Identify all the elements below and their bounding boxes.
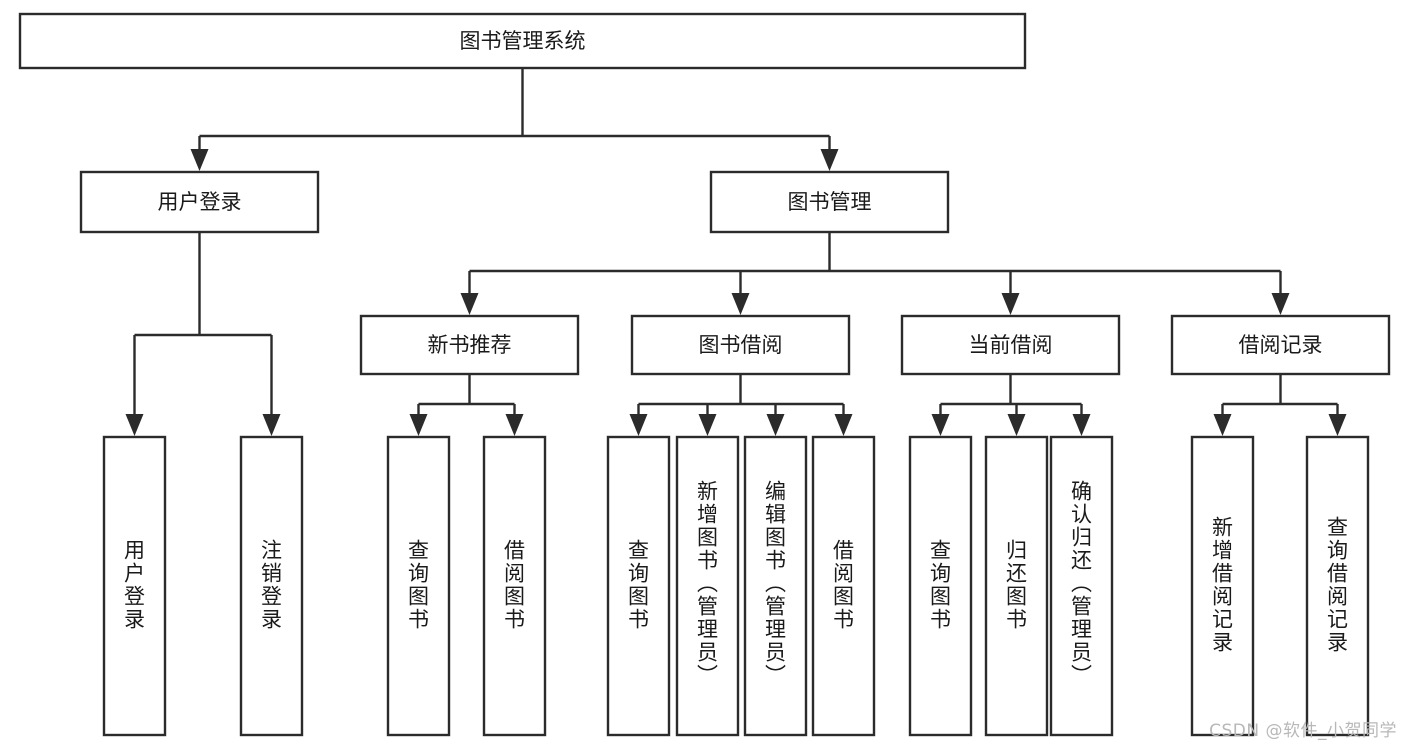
arrow-head-icon	[766, 414, 785, 436]
node-box[interactable]	[908, 435, 973, 737]
node-box[interactable]	[18, 12, 1027, 70]
node-leaf-query-book-rec[interactable]	[386, 435, 451, 737]
node-leaf-query-book-cb[interactable]	[908, 435, 973, 737]
arrow-head-icon	[1001, 293, 1020, 315]
arrow-head-icon	[460, 293, 479, 315]
arrow-head-icon	[125, 414, 144, 436]
node-user-login[interactable]: 用户登录	[79, 170, 320, 234]
node-book-manage[interactable]: 图书管理	[709, 170, 950, 234]
arrow-head-icon	[1072, 414, 1091, 436]
node-box[interactable]	[709, 170, 950, 234]
node-leaf-add-record-br[interactable]	[1190, 435, 1255, 737]
node-book-borrow[interactable]: 图书借阅	[630, 314, 851, 376]
node-box[interactable]	[102, 435, 167, 737]
arrow-head-icon	[820, 149, 839, 171]
node-label: 用户登录	[158, 190, 242, 214]
arrow-head-icon	[834, 414, 853, 436]
arrow-head-icon	[262, 414, 281, 436]
node-box[interactable]	[811, 435, 876, 737]
node-box[interactable]	[630, 314, 851, 376]
arrow-head-icon	[698, 414, 717, 436]
watermark-text: CSDN @软件_小贺同学	[1209, 721, 1397, 741]
node-label: 当前借阅	[969, 333, 1053, 357]
node-box[interactable]	[900, 314, 1121, 376]
arrow-head-icon	[931, 414, 950, 436]
node-new-book-recommend[interactable]: 新书推荐	[359, 314, 580, 376]
node-leaf-borrow-book-bb[interactable]	[811, 435, 876, 737]
node-label: 图书管理	[788, 190, 872, 214]
arrow-head-icon	[1007, 414, 1026, 436]
node-leaf-confirm-return-cb[interactable]	[1049, 435, 1114, 737]
arrow-head-icon	[629, 414, 648, 436]
arrow-head-icon	[1271, 293, 1290, 315]
arrow-head-icon	[1328, 414, 1347, 436]
node-label: 图书借阅	[699, 333, 783, 357]
node-box[interactable]	[675, 435, 740, 737]
node-leaf-add-book-bb[interactable]	[675, 435, 740, 737]
node-box[interactable]	[1305, 435, 1370, 737]
node-box[interactable]	[239, 435, 304, 737]
arrow-head-icon	[505, 414, 524, 436]
arrow-head-icon	[731, 293, 750, 315]
node-label: 借阅记录	[1239, 333, 1323, 357]
node-leaf-return-book-cb[interactable]	[984, 435, 1049, 737]
node-current-borrow[interactable]: 当前借阅	[900, 314, 1121, 376]
arrow-head-icon	[409, 414, 428, 436]
node-box[interactable]	[743, 435, 808, 737]
node-box[interactable]	[386, 435, 451, 737]
node-label: 新书推荐	[428, 333, 512, 357]
node-box[interactable]	[606, 435, 671, 737]
edges-layer	[125, 68, 1347, 436]
node-box[interactable]	[482, 435, 547, 737]
arrow-head-icon	[190, 149, 209, 171]
node-leaf-query-book-bb[interactable]	[606, 435, 671, 737]
node-leaf-user-logout[interactable]	[239, 435, 304, 737]
node-root[interactable]: 图书管理系统	[18, 12, 1027, 70]
node-leaf-query-record-br[interactable]	[1305, 435, 1370, 737]
node-box[interactable]	[1190, 435, 1255, 737]
node-box[interactable]	[984, 435, 1049, 737]
node-leaf-borrow-book-rec[interactable]	[482, 435, 547, 737]
node-box[interactable]	[1170, 314, 1391, 376]
node-borrow-record[interactable]: 借阅记录	[1170, 314, 1391, 376]
node-box[interactable]	[1049, 435, 1114, 737]
node-box[interactable]	[79, 170, 320, 234]
node-label: 图书管理系统	[460, 29, 586, 53]
node-leaf-user-login[interactable]	[102, 435, 167, 737]
node-box[interactable]	[359, 314, 580, 376]
arrow-head-icon	[1213, 414, 1232, 436]
node-leaf-edit-book-bb[interactable]	[743, 435, 808, 737]
